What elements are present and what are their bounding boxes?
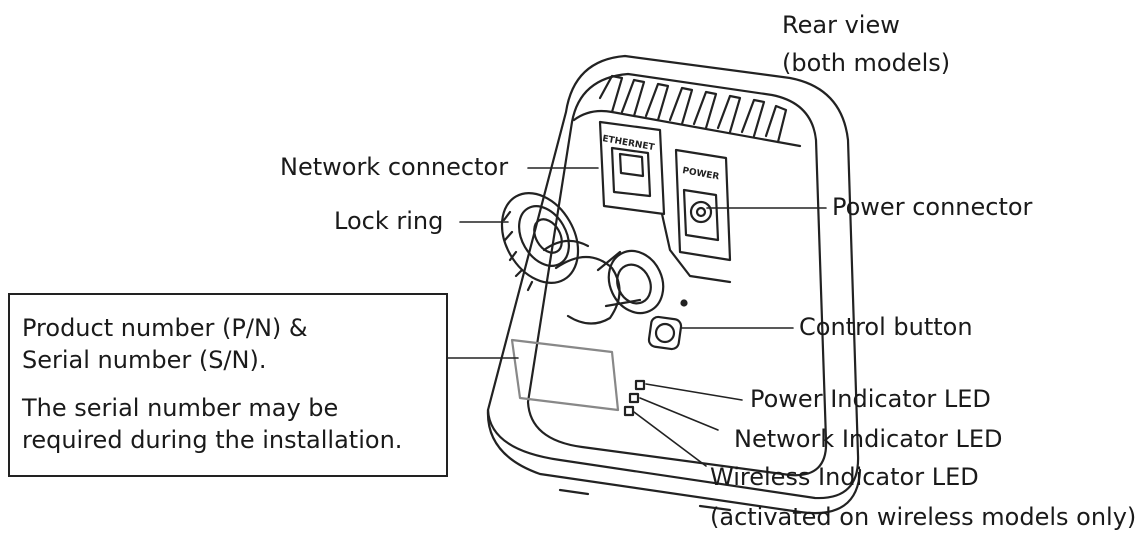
wireless-led-indicator (623, 405, 635, 417)
rear-view-title-line1: Rear view (782, 11, 900, 39)
camera-base-lip (486, 408, 862, 515)
network-connector-label: Network connector (280, 153, 509, 181)
rear-view-title-line2: (both models) (782, 49, 951, 77)
ethernet-port-socket (610, 146, 652, 198)
cooling-fins (572, 74, 802, 148)
serial-label-area (510, 338, 620, 412)
power-connector-label: Power connector (832, 193, 1033, 221)
info-box-line2: Serial number (S/N). (22, 346, 267, 374)
lock-ring-label: Lock ring (334, 207, 444, 235)
control-button-housing (647, 315, 683, 351)
camera-housing-outline (486, 54, 860, 500)
camera-face-panel (526, 72, 828, 477)
camera-base-notch (558, 488, 732, 512)
network-led-label: Network Indicator LED (734, 425, 1003, 453)
info-box-line1: Product number (P/N) & (22, 314, 308, 342)
leader-wireless-led (633, 411, 707, 467)
power-port-frame (674, 148, 732, 262)
control-button-cap (654, 322, 676, 344)
power-jack (689, 200, 713, 224)
info-box-line3: The serial number may be (22, 394, 339, 422)
network-led-indicator (628, 392, 640, 404)
power-led-label: Power Indicator LED (750, 385, 991, 413)
lock-ring-lens (500, 191, 621, 325)
leader-network-led (639, 397, 719, 431)
ethernet-port-frame (598, 120, 666, 216)
lens-mount (596, 249, 665, 315)
info-box-line4: required during the installation. (22, 426, 403, 454)
power-marking: POWER (681, 166, 719, 182)
wireless-note-label: (activated on wireless models only) (710, 503, 1137, 531)
power-port-socket (682, 188, 720, 242)
serial-number-info-box: Product number (P/N) & Serial number (S/… (8, 293, 448, 477)
power-led-indicator (634, 379, 646, 391)
wireless-led-label: Wireless Indicator LED (710, 463, 979, 491)
control-button-label: Control button (799, 313, 973, 341)
leader-power-led (645, 383, 743, 401)
